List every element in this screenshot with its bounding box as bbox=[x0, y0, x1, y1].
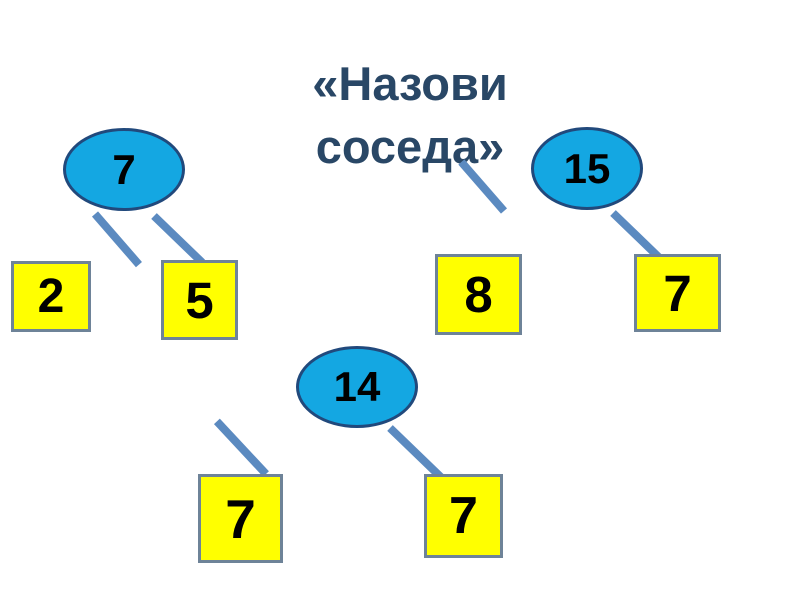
node-square-bottom-child-2[interactable]: 7 bbox=[424, 474, 503, 558]
node-value: 7 bbox=[663, 264, 692, 322]
connector-left-parent-to-child-2 bbox=[151, 213, 205, 266]
connector-left-parent-to-child-1 bbox=[91, 211, 142, 268]
node-value: 14 bbox=[333, 363, 381, 410]
node-value: 2 bbox=[37, 270, 65, 323]
node-value: 15 bbox=[563, 144, 611, 192]
node-square-right-child-1[interactable]: 8 bbox=[435, 254, 522, 335]
node-value: 5 bbox=[185, 271, 214, 329]
connector-bottom-parent-to-child-2 bbox=[387, 425, 445, 481]
node-value: 8 bbox=[464, 266, 493, 323]
node-square-right-child-2[interactable]: 7 bbox=[634, 254, 721, 332]
node-ellipse-bottom-parent[interactable]: 14 bbox=[296, 346, 418, 428]
page-title: «Назови соседа» bbox=[312, 57, 508, 174]
node-square-left-child-1[interactable]: 2 bbox=[11, 261, 91, 332]
node-ellipse-left-parent[interactable]: 7 bbox=[63, 128, 185, 211]
node-ellipse-right-parent[interactable]: 15 bbox=[531, 127, 643, 210]
node-value: 7 bbox=[112, 145, 136, 193]
node-value: 7 bbox=[225, 487, 256, 550]
node-square-left-child-2[interactable]: 5 bbox=[161, 260, 238, 340]
node-square-bottom-child-1[interactable]: 7 bbox=[198, 474, 283, 563]
node-value: 7 bbox=[449, 487, 478, 545]
connector-bottom-parent-to-child-1 bbox=[213, 418, 269, 477]
